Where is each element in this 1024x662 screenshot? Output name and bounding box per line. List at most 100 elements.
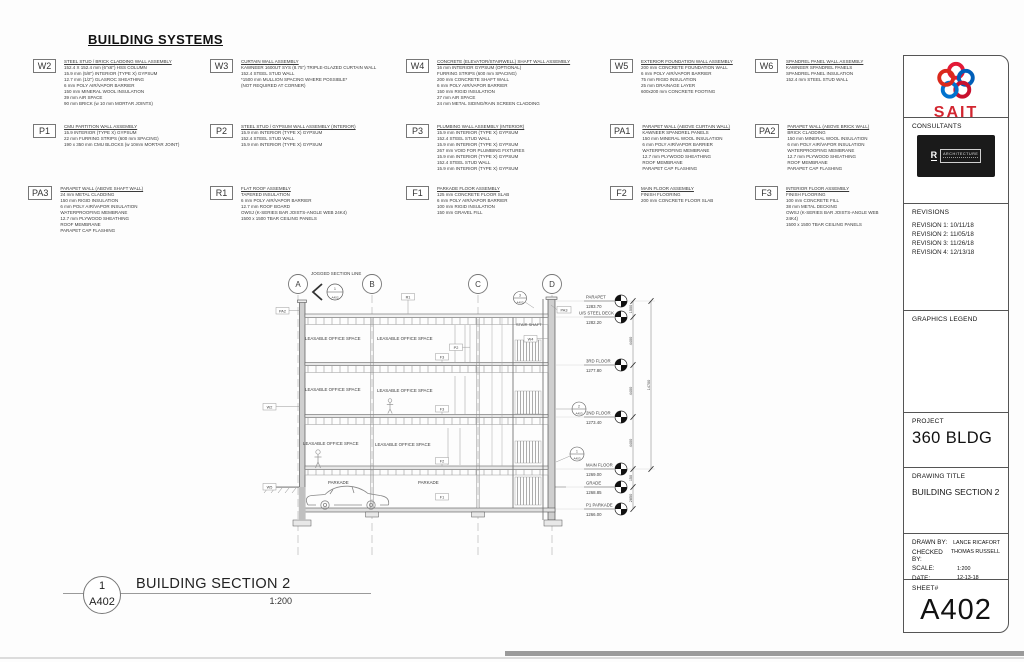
list-line: REVISION 1: 10/11/18 — [912, 221, 974, 229]
list-line: 39 mm AIR SPACE — [64, 94, 103, 100]
list-line: 24 mm METAL CLADDING — [60, 191, 115, 197]
list-line: 150 mm RIGID INSULATION — [60, 197, 119, 203]
level-name: 2ND FLOOR — [586, 411, 611, 416]
assembly-PA1: PA1 PARAPET WALL (ABOVE CURTAIN WALL) KA… — [610, 124, 810, 172]
list-line: PARAPET CAP FLASHING — [787, 165, 843, 171]
level-elev: 1273.40 — [586, 420, 602, 425]
brand-section: SAIT — [904, 56, 1008, 121]
list-line: ROOF MEMBRANE — [787, 159, 828, 165]
level-annotations: PARAPET 1283.70 U/S STEEL DECK 1282.20 3… — [556, 295, 655, 517]
level-elev: 1268.85 — [586, 490, 602, 495]
list-line: 15.9 INTERIOR (TYPE X) GYPSUM — [64, 129, 137, 135]
person-figure — [314, 398, 394, 469]
room-label: STAIR SHAFT — [516, 322, 542, 327]
list-line: BRICK CLADDING — [787, 129, 826, 135]
assembly-title: CURTAIN WALL ASSEMBLY — [241, 59, 299, 64]
list-line: WATERPROOFING MEMBRANE — [642, 147, 710, 153]
sait-logo-icon — [937, 61, 975, 99]
list-line: 15.9 mm INTERIOR (TYPE X) GYPSUM — [241, 141, 323, 147]
list-line: 24 mm METAL SIDING/RAIN SCREEN CLADDING — [437, 100, 540, 106]
list-line: 15.9 mm INTERIOR (TYPE X) GYPSUM — [241, 129, 323, 135]
graphics-legend-section: GRAPHICS LEGEND — [904, 311, 1008, 414]
view-title-bubble: 1 A402 — [83, 576, 121, 614]
room-label: PARKADE — [418, 480, 439, 485]
list-line: 152.4 STEEL STUD WALL — [437, 159, 491, 165]
assembly-items: 16 mm INTERIOR GYPSUM (OPTIONAL)FURRING … — [437, 65, 605, 107]
list-line: FURRING STRIPS (600 mm SPACING) — [437, 70, 517, 76]
assembly-P2: P2 STEEL STUD / GYPSUM WALL ASSEMBLY (IN… — [210, 124, 409, 148]
list-line: 1500 x 1500 TBAR CEILING PANELS — [786, 221, 862, 227]
list-line: *1500 mm MULLION SPACING WHERE POSSIBLE* — [241, 76, 348, 82]
level-elev: 1269.00 — [586, 472, 602, 477]
assembly-note: PARKADE FLOOR ASSEMBLY 125 mm CONCRETE F… — [437, 186, 605, 216]
assembly-W2: W2 STEEL STUD / BRICK CLADDING WALL ASSE… — [33, 59, 232, 107]
sheet-section: SHEET# A402 — [904, 580, 1008, 632]
list-line: 12.7 mm ROOF BOARD — [241, 203, 291, 209]
list-line: 152.4 STEEL STUD WALL — [437, 135, 491, 141]
tag-label: W4 — [528, 338, 534, 342]
dim-text: 1500 — [629, 305, 633, 313]
list-line: OWSJ (K-SERIES BAR JOISTS-ANGLE WEB 24K4… — [241, 209, 347, 215]
room-label: LEASABLE OFFICE SPACE — [305, 387, 361, 392]
drawn-by-value: LANCE RICAFORT — [953, 539, 1000, 546]
list-line: 125 mm CONCRETE FLOOR SLAB — [437, 191, 510, 197]
assembly-tag: PA3 — [28, 186, 53, 200]
assembly-note: PARAPET WALL (ABOVE SHAFT WALL) 24 mm ME… — [60, 186, 228, 234]
level-elev: 1282.20 — [586, 320, 602, 325]
assembly-note: CURTAIN WALL ASSEMBLY KAWNEER 1600UT SYS… — [241, 59, 409, 89]
sheet-label: SHEET# — [912, 585, 939, 592]
list-line: KAWNEER SPANDREL PANELS — [642, 129, 709, 135]
list-line: SPANDREL PANEL INSULATION — [786, 70, 854, 76]
assembly-W5: W5 EXTERIOR FOUNDATION WALL ASSEMBLY 200… — [610, 59, 809, 95]
assembly-note: STEEL STUD / BRICK CLADDING WALL ASSEMBL… — [64, 59, 232, 107]
jog-label: JOGGED SECTION LINE — [311, 271, 361, 276]
list-line: KAWNEER SPANDREL PANELS — [786, 64, 853, 70]
dim-text: 4400 — [629, 439, 633, 447]
room-label: LEASABLE OFFICE SPACE — [377, 336, 433, 341]
list-line: 6 mm POLY AIR/VAPOR BARRIER — [241, 197, 312, 203]
list-line: 200 mm CONCRETE FOUNDATION WALL — [641, 64, 728, 70]
level-elev: 1277.80 — [586, 368, 602, 373]
view-number: 1 — [98, 580, 106, 593]
assembly-note: PLUMBING WALL ASSEMBLY (INTERIOR) 15.9 m… — [437, 124, 605, 172]
list-line: 6 mm POLY AIR/VAPOR BARRIER — [437, 82, 508, 88]
assembly-W6: W6 SPANDREL PANEL WALL ASSEMBLY KAWNEER … — [755, 59, 954, 83]
level-elev: 1283.70 — [586, 304, 602, 309]
assembly-tag: F3 — [755, 186, 778, 200]
callout-num: 1 — [576, 450, 578, 454]
building-shell — [263, 296, 566, 527]
building-section-drawing: A B C D JOGGED SECTION LINE 1 A402 — [262, 271, 655, 557]
list-line: PARAPET CAP FLASHING — [60, 227, 116, 233]
list-line: 16 mm INTERIOR GYPSUM (OPTIONAL) — [437, 64, 522, 70]
list-line: FINISH FLOORING — [641, 191, 681, 197]
assembly-tag: R1 — [210, 186, 233, 200]
grid-letter: C — [475, 280, 481, 289]
assembly-title: EXTERIOR FOUNDATION WALL ASSEMBLY — [641, 59, 733, 64]
callout-sheet: A402 — [331, 296, 338, 300]
list-line: REVISION 3: 11/26/18 — [912, 239, 974, 247]
list-line: 200 mm CONCRETE FLOOR SLAB — [641, 197, 714, 203]
list-line: 15.9 mm (5/8") INTERIOR (TYPE X) GYPSUM — [64, 70, 158, 76]
list-line: 150 mm MINERAL WOOL INSULATION — [787, 135, 868, 141]
brand-name: SAIT — [933, 104, 979, 121]
assembly-title: PARAPET WALL (ABOVE CURTAIN WALL) — [642, 124, 731, 129]
view-title-rule — [63, 593, 371, 594]
assembly-title: PLUMBING WALL ASSEMBLY (INTERIOR) — [437, 124, 525, 129]
list-line: REVISION 2: 11/05/18 — [912, 230, 974, 238]
list-line: PARAPET CAP FLASHING — [642, 165, 698, 171]
tag-label: P2 — [454, 346, 459, 350]
revisions-label: REVISIONS — [912, 208, 950, 216]
list-line: 6 mm POLY AIR/VAPOR BARRIER — [437, 197, 508, 203]
